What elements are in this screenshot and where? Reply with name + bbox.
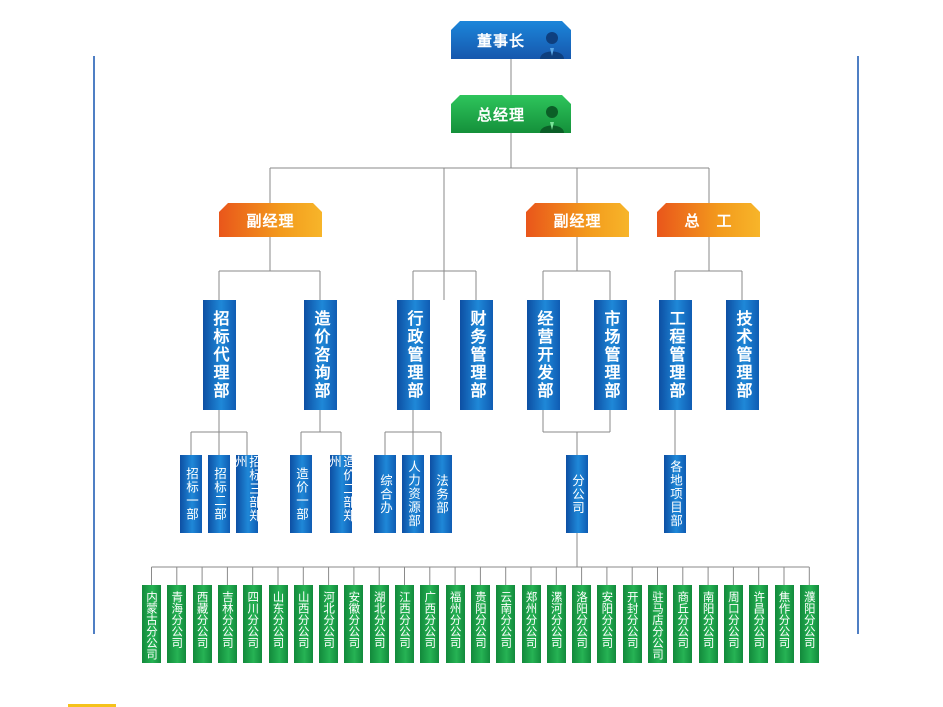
sub-local-project-departments: 各地项目部 [664,455,686,533]
dept-finance: 财务管理部 [460,300,493,410]
sub-cost-1: 造价一部 [290,455,312,533]
branch-company: 河北分公司 [319,585,339,663]
branch-company: 贵阳分公司 [470,585,490,663]
vice-manager-1-box: 副经理 [219,203,322,237]
branch-company: 安阳分公司 [597,585,617,663]
sub-legal: 法务部 [430,455,452,533]
branch-company: 广西分公司 [420,585,440,663]
branch-company: 青海分公司 [167,585,187,663]
branch-company: 洛阳分公司 [572,585,592,663]
branch-company: 商丘分公司 [673,585,693,663]
branch-company: 开封分公司 [622,585,642,663]
branch-company: 湖北分公司 [369,585,389,663]
branch-company: 许昌分公司 [749,585,769,663]
branch-company: 南阳分公司 [698,585,718,663]
branch-company: 焦作分公司 [774,585,794,663]
sub-general-office: 综合办 [374,455,396,533]
branch-company: 江西分公司 [395,585,414,663]
chairman-box: 董事长 [451,21,571,59]
chief-engineer-box: 总 工 [657,203,760,237]
vice-manager-2-label: 副经理 [553,211,602,230]
branch-company: 漯河分公司 [546,585,566,663]
branch-company: 福州分公司 [445,585,465,663]
vice-manager-1-label: 副经理 [246,211,295,230]
branch-company: 周口分公司 [723,585,743,663]
branch-company: 安徽分公司 [344,585,364,663]
branch-company: 濮阳分公司 [799,585,819,663]
general-manager-label: 总经理 [476,105,525,124]
dept-cost-consulting: 造价咨询部 [304,300,337,410]
branch-company: 郑州分公司 [521,585,541,663]
dept-business-development: 经营开发部 [527,300,560,410]
sub-bidding-1: 招标一部 [180,455,202,533]
person-icon [539,29,565,59]
right-border-line [857,56,859,634]
decorative-bar [68,704,116,707]
sub-bidding-3-zhengzhou: 招标三部郑州 [233,455,262,533]
dept-administration: 行政管理部 [397,300,430,410]
chairman-label: 董事长 [476,31,525,50]
sub-bidding-2: 招标二部 [208,455,230,533]
dept-engineering-management: 工程管理部 [659,300,692,410]
dept-bidding-agency: 招标代理部 [203,300,236,410]
dept-market-management: 市场管理部 [594,300,627,410]
branch-company: 吉林分公司 [217,585,237,663]
left-border-line [93,56,95,634]
sub-human-resources: 人力资源部 [402,455,424,533]
dept-technical-management: 技术管理部 [726,300,759,410]
person-icon [539,103,565,133]
branch-company: 西藏分公司 [192,585,212,663]
sub-branch-companies: 分公司 [566,455,588,533]
branch-company: 山西分公司 [293,585,313,663]
branch-company: 四川分公司 [243,585,263,663]
branch-company: 内蒙古分公司 [142,585,161,663]
branch-company: 云南分公司 [496,585,516,663]
chief-engineer-label: 总 工 [684,211,733,230]
general-manager-box: 总经理 [451,95,571,133]
sub-cost-2-zhengzhou: 造价二部郑州 [327,455,356,533]
branch-company: 驻马店分公司 [648,585,667,663]
branch-company: 山东分公司 [268,585,288,663]
vice-manager-2-box: 副经理 [526,203,629,237]
